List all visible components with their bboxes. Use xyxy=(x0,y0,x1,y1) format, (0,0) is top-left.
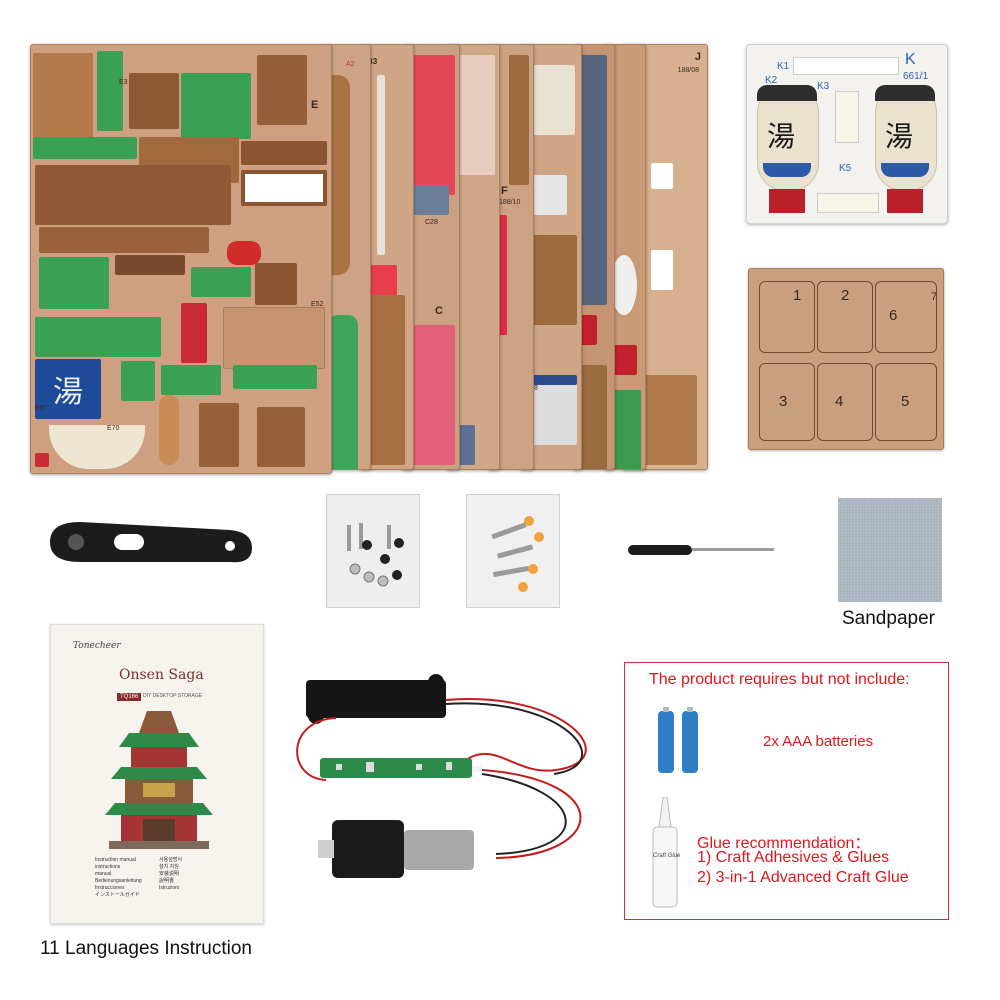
sheet-j-letter: J xyxy=(694,51,701,63)
battery-text: 2x AAA batteries xyxy=(763,733,874,750)
sheet-f-code: 188/10 xyxy=(499,199,521,206)
manual-title: Onsen Saga xyxy=(119,667,204,683)
number-5: 5 xyxy=(901,393,910,410)
main-sign-text: 湯 xyxy=(53,375,83,410)
sheet-e: E 湯 E67 E70 E3 E52 xyxy=(30,44,332,474)
battery-icon xyxy=(655,705,705,775)
sheet-e-letter: E xyxy=(311,99,319,111)
bracket-icon xyxy=(40,512,260,568)
part-label-e70: E70 xyxy=(107,425,120,432)
lantern-left-text: 湯 xyxy=(767,120,796,153)
sheet-c-part-c28: C28 xyxy=(425,219,438,226)
sandpaper-sheet xyxy=(838,498,942,602)
part-label-e52: E52 xyxy=(311,301,324,308)
part-label-k1: K1 xyxy=(777,61,790,72)
manual-caption: 11 Languages Instruction xyxy=(40,938,252,959)
glue-bottle-label: Craft Glue xyxy=(653,853,681,859)
number-3: 3 xyxy=(779,393,788,410)
glue-item-2: 2) 3-in-1 Advanced Craft Glue xyxy=(697,869,909,886)
lantern-sheet: K 661/1 K1 K2 K3 K4 K5 湯 湯 xyxy=(746,44,948,224)
glue-heading: Glue recommendation： xyxy=(697,835,871,852)
manual-subtitle: DIY DESKTOP STORAGE xyxy=(143,693,203,699)
manual-brand: Tonecheer xyxy=(73,641,121,651)
glue-item-1: 1) Craft Adhesives & Glues xyxy=(697,849,890,866)
sheet-a: A2 xyxy=(325,44,371,470)
sandpaper-caption: Sandpaper xyxy=(842,608,935,629)
number-6: 6 xyxy=(889,307,898,324)
manual-code: TQ166 xyxy=(117,693,142,701)
lantern-right-text: 湯 xyxy=(885,120,914,153)
number-2: 2 xyxy=(841,287,850,304)
number-4: 4 xyxy=(835,393,844,410)
lantern-sheet-letter: K xyxy=(905,51,916,68)
requirements-box: The product requires but not include: 2x… xyxy=(624,662,949,920)
sheet-f-letter: F xyxy=(501,185,508,197)
part-label-k2: K2 xyxy=(765,75,778,86)
sheet-b-letter: B3 xyxy=(367,57,378,66)
lantern-sheet-code: 661/1 xyxy=(903,71,929,82)
part-label-k5: K5 xyxy=(839,163,852,174)
electronics-kit xyxy=(296,660,616,890)
sheet-a-part-a2: A2 xyxy=(346,61,355,68)
instruction-manual: Tonecheer Onsen Saga TQ166 DIY DESKTOP S… xyxy=(50,624,264,924)
screwdriver-icon xyxy=(628,542,778,558)
sheet-j-code: 188/08 xyxy=(677,67,699,74)
number-1: 1 xyxy=(793,287,802,304)
requirements-heading: The product requires but not include: xyxy=(649,671,910,688)
sheet-i xyxy=(604,44,646,470)
number-sheet: 1 2 6 7 3 4 5 xyxy=(748,268,944,450)
bathhouse-model-image xyxy=(99,711,219,851)
number-7: 7 xyxy=(931,291,938,303)
part-label-k3: K3 xyxy=(817,81,830,92)
part-label-e3: E3 xyxy=(119,79,128,86)
part-label-e67: E67 xyxy=(35,405,48,412)
screw-bag-1 xyxy=(326,494,420,608)
screw-bag-2 xyxy=(466,494,560,608)
glue-bottle-icon xyxy=(645,796,685,911)
sheet-c-letter: C xyxy=(435,305,443,317)
